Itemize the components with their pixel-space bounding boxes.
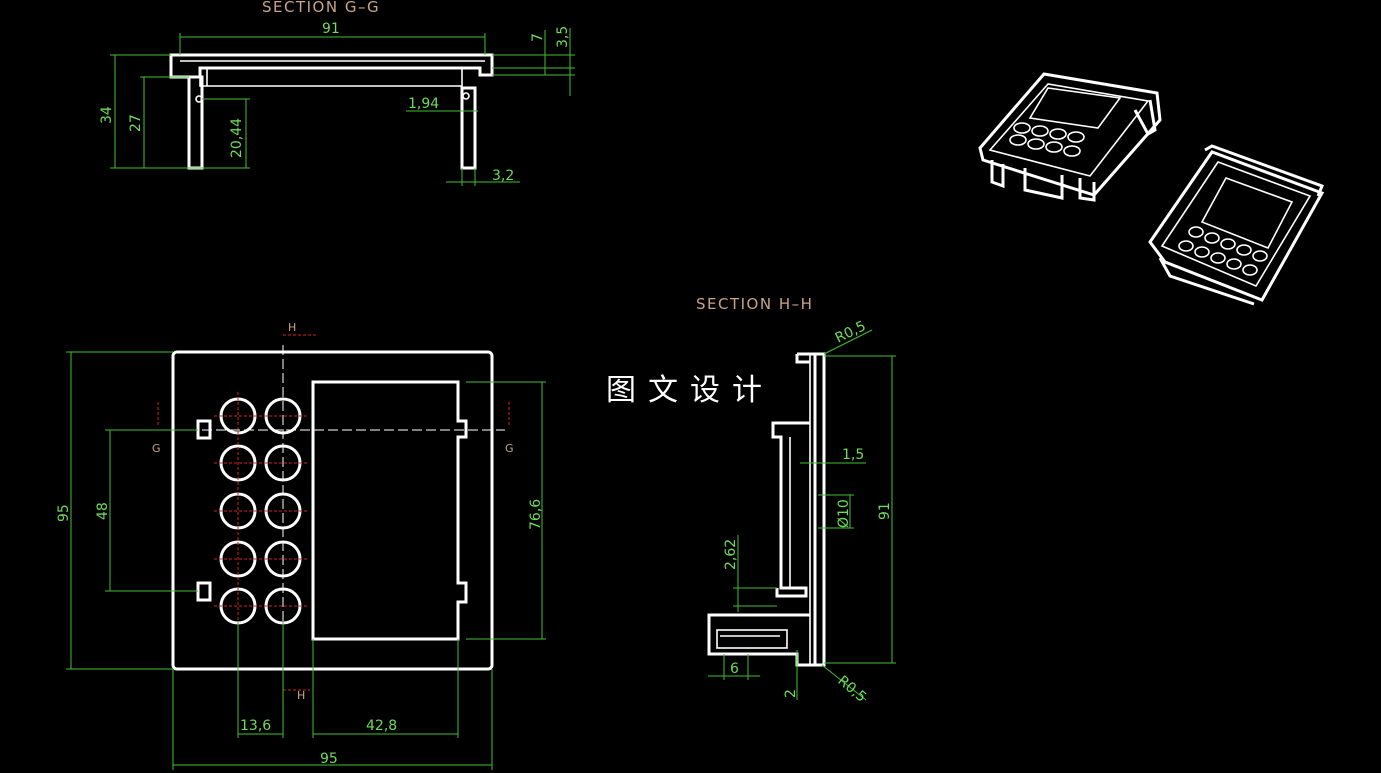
- gg-dim-7: 7: [530, 33, 546, 42]
- gg-left-leg: [187, 75, 204, 170]
- hh-side-wall: [771, 421, 810, 598]
- hh-dim-1-5: 1,5: [842, 447, 864, 463]
- watermark-text: 图文设计: [606, 373, 774, 408]
- hole-centerlines: [214, 392, 307, 630]
- front-dim-13-6: 13,6: [240, 718, 271, 734]
- hh-leader-r-top: [823, 329, 873, 355]
- iso1-leg-d: [1133, 99, 1157, 137]
- gg-dim-27: 27: [128, 114, 144, 132]
- section-marker-h-top: H: [288, 321, 296, 334]
- gg-dim-34: 34: [99, 106, 115, 124]
- iso2-inner: [1160, 161, 1312, 288]
- display-window: [311, 380, 468, 641]
- gg-dim-3-2: 3,2: [492, 168, 514, 184]
- gg-dim-3-5: 3,5: [555, 26, 571, 48]
- section-marker-h-bottom: H: [297, 689, 305, 702]
- section-hh-view: SECTION H–H 图文设计 R0,5 1,5 Ø10 91: [606, 295, 896, 706]
- iso1-frame: [978, 72, 1162, 197]
- hh-dim-r0-5-top: R0,5: [833, 318, 869, 346]
- front-view: H H G G 95 48 76,6 13,6 42,8 95: [56, 321, 546, 770]
- hh-dim-6: 6: [730, 661, 739, 677]
- iso2-window: [1200, 177, 1294, 250]
- hh-front-wall: [813, 352, 826, 667]
- iso2-front-rail: [1158, 257, 1255, 306]
- hh-leg-slot: [716, 629, 788, 649]
- gg-right-pin: [462, 92, 470, 100]
- iso1-buttons: [1009, 122, 1085, 157]
- section-hh-title: SECTION H–H: [696, 295, 813, 313]
- gg-right-leg: [460, 86, 477, 170]
- section-marker-g-left: G: [152, 442, 161, 455]
- hh-top-lip: [795, 352, 815, 364]
- gg-dim-1-94: 1,94: [408, 96, 439, 112]
- isometric-view-bottom: [1148, 144, 1325, 306]
- isometric-view-top: [978, 72, 1162, 202]
- hh-leader-r-bottom: [821, 664, 867, 701]
- hh-dim-2-62: 2,62: [723, 539, 739, 570]
- gg-top-plate: [169, 53, 494, 79]
- iso2-frame: [1148, 150, 1325, 302]
- hh-dim-phi10: Ø10: [836, 499, 852, 528]
- front-dim-95-horizontal: 95: [320, 751, 338, 767]
- section-marker-g-right: G: [505, 442, 514, 455]
- gg-dim-91: 91: [322, 21, 340, 37]
- iso1-leg-c: [1078, 178, 1096, 202]
- front-dim-76-6: 76,6: [528, 499, 544, 530]
- section-gg-view: SECTION G–G 91 7 3,5 34 27: [99, 0, 575, 186]
- front-dim-95-vertical: 95: [56, 504, 72, 522]
- hh-bottom-leg: [707, 613, 815, 667]
- section-gg-title: SECTION G–G: [262, 0, 380, 16]
- iso1-window: [1028, 87, 1122, 129]
- iso1-inner: [988, 83, 1150, 177]
- hh-dim-2: 2: [783, 689, 799, 698]
- front-dim-48: 48: [95, 502, 111, 520]
- iso2-back-rail: [1204, 144, 1324, 197]
- gg-dim-20-44: 20,44: [229, 118, 245, 158]
- iso1-leg-a: [990, 160, 1005, 189]
- left-slot-bottom: [196, 581, 212, 602]
- gg-inner-step: [199, 77, 462, 87]
- hh-dim-r0-5-bottom: R0,5: [834, 673, 869, 706]
- iso1-leg-b: [1023, 168, 1064, 200]
- front-outer-frame: [171, 350, 494, 671]
- front-dim-42-8: 42,8: [366, 718, 397, 734]
- iso2-buttons: [1178, 226, 1268, 276]
- hh-dim-91: 91: [877, 502, 893, 520]
